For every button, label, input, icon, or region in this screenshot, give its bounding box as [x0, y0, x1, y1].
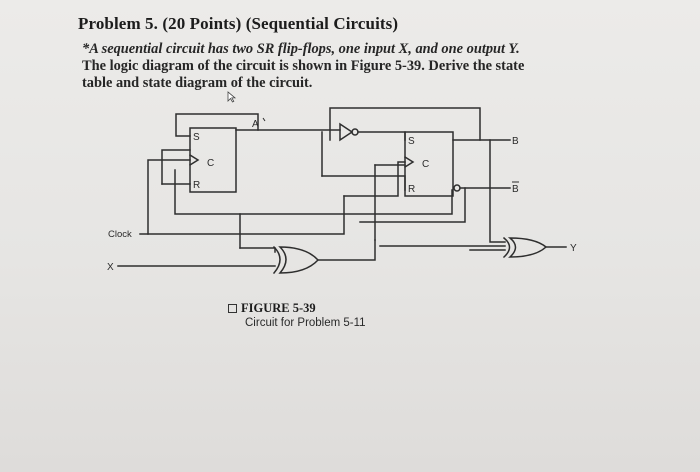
clock-label: Clock [108, 229, 132, 240]
ff-a-r-label: R [193, 180, 200, 191]
checkbox-square-icon [228, 304, 237, 313]
inverter-gate [339, 122, 354, 142]
wire-xor-in-top [239, 247, 276, 253]
problem-line-3: table and state diagram of the circuit. [82, 75, 313, 91]
wire-right-vertical [359, 187, 466, 223]
figure-title: FIGURE 5-39 [228, 301, 316, 316]
ff-b-r-label: R [408, 184, 415, 195]
wire-long-left [174, 169, 453, 215]
xor-gate [278, 246, 320, 274]
output-y-label: Y [570, 243, 577, 254]
figure-title-text: FIGURE 5-39 [241, 301, 316, 315]
ff-a-output-label: A [252, 119, 259, 130]
problem-title: Problem 5. (20 Points) (Sequential Circu… [78, 14, 399, 33]
wire-feedback-left [161, 149, 191, 185]
wire-clock-to-ff-a [147, 159, 191, 235]
wire-ff-b-r [321, 175, 406, 191]
wire-b-top-loop [329, 107, 481, 141]
problem-line-2: The logic diagram of the circuit is show… [82, 58, 525, 74]
output-b-label: B [512, 136, 519, 147]
wire-clock [139, 195, 345, 235]
ff-b-r-bubble [453, 184, 461, 192]
ff-a-s-label: S [193, 132, 200, 143]
input-x-label: X [107, 262, 114, 273]
figure-caption: Circuit for Problem 5-11 [245, 317, 366, 329]
output-b-not-label: B [512, 184, 519, 195]
ff-b-c-label: C [422, 159, 429, 170]
wire-a-feedback [175, 113, 259, 137]
ff-a-c-label: C [207, 158, 214, 169]
wire-xor-out [317, 239, 376, 261]
problem-line-1: *A sequential circuit has two SR flip-fl… [82, 41, 520, 57]
ff-a-output-prime [262, 117, 266, 122]
ff-b-s-label: S [408, 136, 415, 147]
output-gate-back [502, 236, 511, 259]
flip-flop-b [404, 131, 454, 197]
problem-text: *A sequential circuit has two SR flip-fl… [82, 41, 552, 92]
wire-clock-to-ff-b [343, 161, 406, 197]
ff-a-clock-triangle [188, 153, 200, 167]
ff-b-clock-triangle [403, 155, 415, 169]
output-gate [507, 237, 548, 258]
xor-gate-back [272, 245, 281, 275]
wire-out-gate-in-top [489, 139, 506, 243]
wire-inv-to-sb [357, 131, 406, 141]
mouse-cursor-icon [227, 91, 237, 103]
